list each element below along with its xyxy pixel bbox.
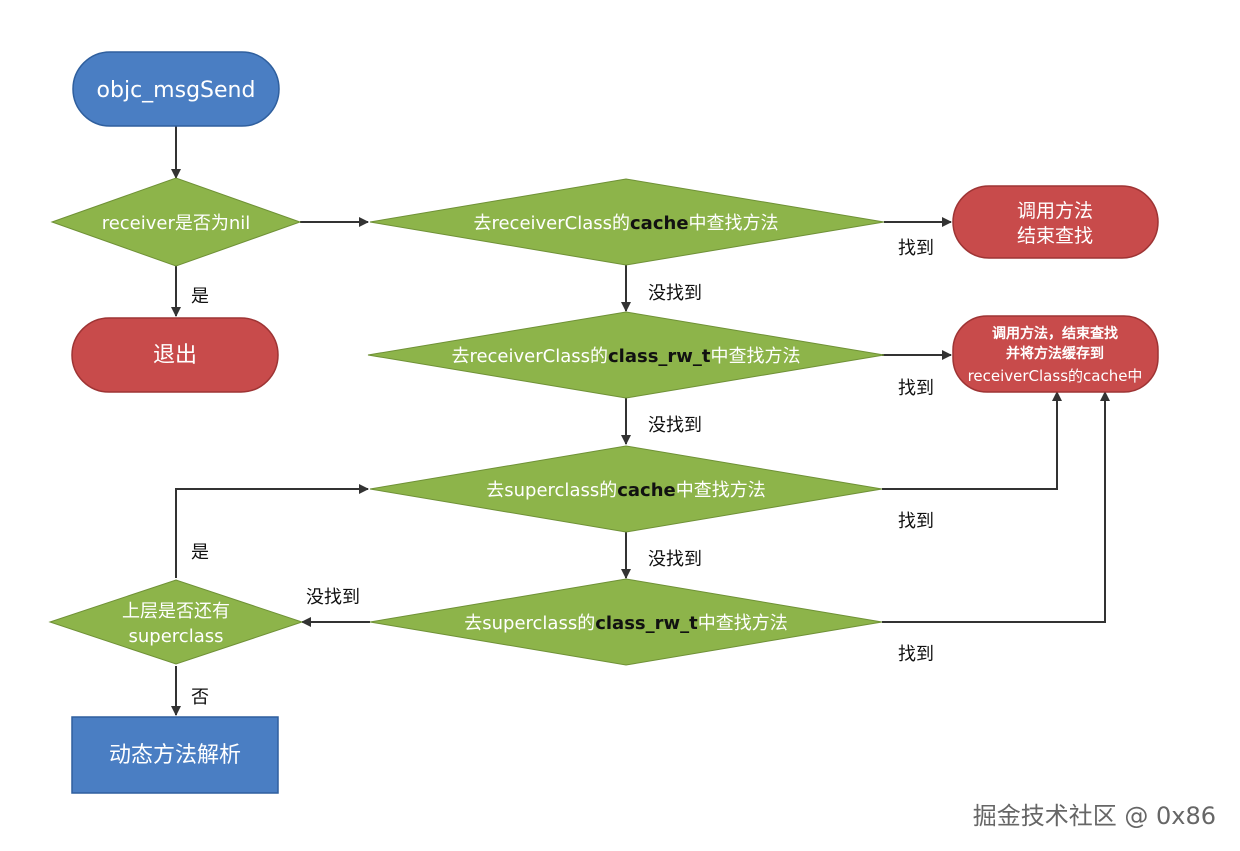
call-method-line1: 调用方法 <box>1017 200 1093 222</box>
edge-label-notfound-1: 没找到 <box>648 283 702 304</box>
exit-node: 退出 <box>71 317 279 393</box>
edge-label-notfound-3: 没找到 <box>648 549 702 570</box>
nil-check-label: receiver是否为nil <box>102 213 251 234</box>
call-and-cache-line2: 并将方法缓存到 <box>1006 345 1104 362</box>
super-cache-label: 去superclass的cache中查找方法 <box>486 480 766 501</box>
watermark: 掘金技术社区 @ 0x86 <box>972 802 1216 830</box>
call-method-line2: 结束查找 <box>1017 225 1093 247</box>
dynamic-resolution-node: 动态方法解析 <box>71 716 279 794</box>
arrow-has-super-to-super-cache <box>175 484 369 578</box>
arrow-super-cache-to-found-cache <box>882 391 1062 490</box>
connectors <box>171 126 1110 716</box>
edge-label-found-3: 找到 <box>898 511 934 532</box>
call-method-end-node: 调用方法 结束查找 <box>952 185 1159 259</box>
recv-cache-diamond: 去receiverClass的cache中查找方法 <box>369 178 885 266</box>
nil-check-diamond: receiver是否为nil <box>50 177 302 267</box>
edge-label-found-2: 找到 <box>898 378 934 399</box>
super-cache-diamond: 去superclass的cache中查找方法 <box>369 445 883 533</box>
recv-cache-label: 去receiverClass的cache中查找方法 <box>473 213 778 234</box>
has-superclass-diamond: 上层是否还有 superclass <box>48 579 304 665</box>
edge-label-no-dynamic: 否 <box>191 687 209 708</box>
recv-rw-label: 去receiverClass的class_rw_t中查找方法 <box>451 346 800 367</box>
super-rw-diamond: 去superclass的class_rw_t中查找方法 <box>369 578 883 666</box>
has-superclass-line1: 上层是否还有 <box>122 601 230 622</box>
has-superclass-line2: superclass <box>129 626 224 647</box>
edge-label-notfound-4: 没找到 <box>306 587 360 608</box>
edge-label-found-1: 找到 <box>898 238 934 259</box>
edge-label-notfound-2: 没找到 <box>648 415 702 436</box>
exit-node-label: 退出 <box>153 343 197 368</box>
call-and-cache-line1: 调用方法，结束查找 <box>992 325 1118 342</box>
recv-rw-diamond: 去receiverClass的class_rw_t中查找方法 <box>367 311 885 399</box>
edge-label-yes-exit: 是 <box>191 286 209 307</box>
edge-label-found-4: 找到 <box>898 644 934 665</box>
super-rw-label: 去superclass的class_rw_t中查找方法 <box>464 613 788 634</box>
dynamic-resolution-label: 动态方法解析 <box>109 743 241 768</box>
call-and-cache-node: 调用方法，结束查找 并将方法缓存到 receiverClass的cache中 <box>952 315 1159 393</box>
edge-label-yes-super: 是 <box>191 542 209 563</box>
start-node-label: objc_msgSend <box>97 78 256 103</box>
arrow-super-rw-to-found-cache <box>882 391 1110 623</box>
call-and-cache-line3: receiverClass的cache中 <box>968 367 1143 385</box>
start-node: objc_msgSend <box>72 51 280 127</box>
